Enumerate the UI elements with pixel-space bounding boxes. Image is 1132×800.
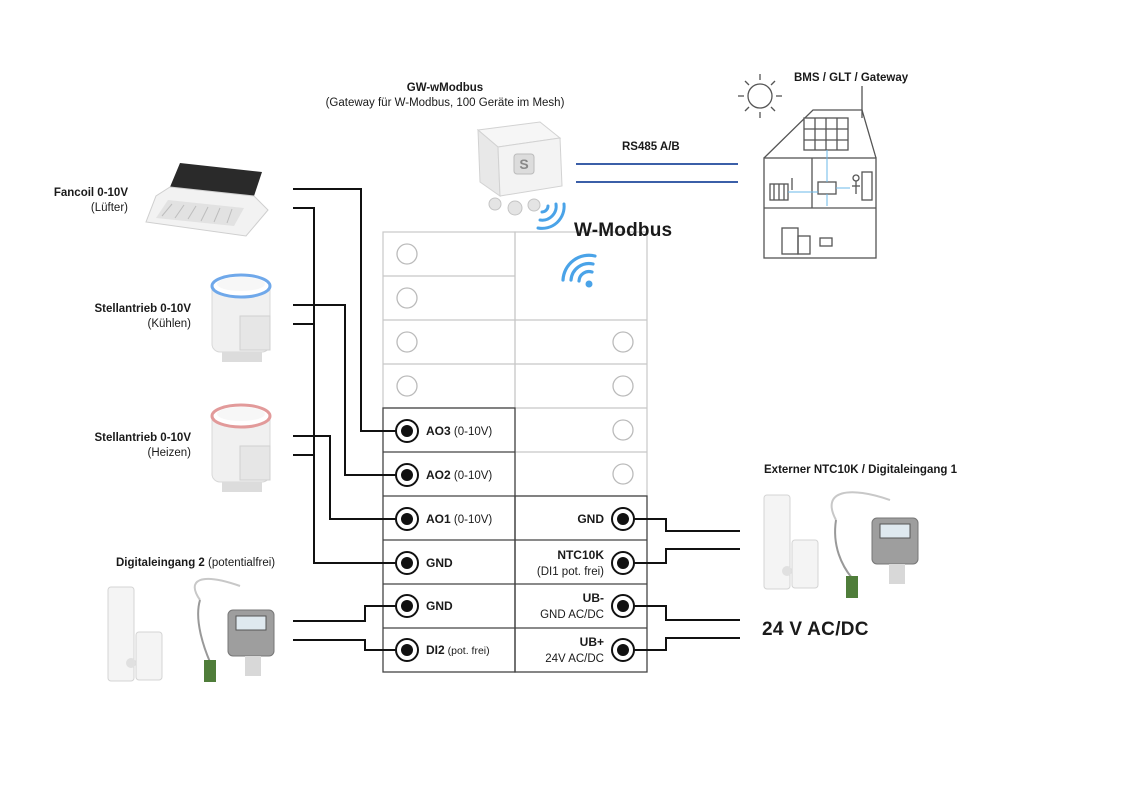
sun-icon xyxy=(738,74,782,118)
terminal-ao1-label: AO1 (0-10V) xyxy=(426,512,493,526)
bms-title: BMS / GLT / Gateway xyxy=(794,72,909,84)
terminal-ub-plus-label: UB+ xyxy=(579,635,604,649)
screw-ub-minus xyxy=(611,594,635,618)
person-icon xyxy=(852,171,873,201)
di2-contact-image xyxy=(107,586,163,682)
terminal-ao3-label: AO3 (0-10V) xyxy=(426,424,493,438)
screw-ub-plus xyxy=(611,638,635,662)
thermostat-icon xyxy=(817,181,837,195)
terminal-ub-minus-sub: GND AC/DC xyxy=(540,609,604,621)
gateway-subtitle: (Gateway für W-Modbus, 100 Geräte im Mes… xyxy=(325,97,565,109)
terminal-ao2-label: AO2 (0-10V) xyxy=(426,468,493,482)
building-icon xyxy=(763,86,877,259)
terminal-gnd-2-label: GND xyxy=(426,599,453,613)
di2-sensor-image xyxy=(193,578,275,682)
radiator-icon xyxy=(769,178,793,201)
wmodbus-label: W-Modbus xyxy=(574,220,673,241)
cooling-actuator-image xyxy=(210,273,272,362)
device-icon xyxy=(819,237,833,247)
fancoil-sub: (Lüfter) xyxy=(90,202,128,214)
screw-gnd-right xyxy=(611,507,635,531)
ntc-sensor-image xyxy=(830,491,919,598)
terminal-ub-plus-sub: 24V AC/DC xyxy=(545,653,604,665)
screw-gnd-2 xyxy=(395,594,419,618)
terminal-gnd-right-label: GND xyxy=(577,512,604,526)
gateway-device-image: S xyxy=(476,121,563,216)
wires xyxy=(293,188,740,651)
rs485-label: RS485 A/B xyxy=(622,141,680,153)
terminal-screws xyxy=(395,419,635,662)
gateway-wifi-icon xyxy=(536,202,566,230)
heating-actuator-image xyxy=(210,403,272,492)
screw-ao1 xyxy=(395,507,419,531)
boiler-icon xyxy=(781,227,811,255)
cool-actuator-title: Stellantrieb 0-10V xyxy=(94,303,191,315)
heat-actuator-sub: (Heizen) xyxy=(147,447,191,459)
supply-label: 24 V AC/DC xyxy=(762,619,869,640)
screw-ao2 xyxy=(395,463,419,487)
terminal-ntc-sub: (DI1 pot. frei) xyxy=(536,566,604,578)
fancoil-title: Fancoil 0-10V xyxy=(53,187,128,199)
screw-ntc xyxy=(611,551,635,575)
screw-ao3 xyxy=(395,419,419,443)
terminal-gnd-1-label: GND xyxy=(426,556,453,570)
terminal-ub-minus-label: UB- xyxy=(582,591,604,605)
terminal-di2-label: DI2 (pot. frei) xyxy=(426,643,490,657)
terminal-block xyxy=(382,231,648,673)
ntc-contact-image xyxy=(763,494,819,590)
screw-gnd-1 xyxy=(395,551,419,575)
screw-di2 xyxy=(395,638,419,662)
fancoil-image xyxy=(145,163,269,237)
ntc-title: Externer NTC10K / Digitaleingang 1 xyxy=(764,464,957,476)
svg-text:S: S xyxy=(519,156,528,172)
terminal-ntc-label: NTC10K xyxy=(557,548,604,562)
di2-title: Digitaleingang 2 (potentialfrei) xyxy=(116,557,276,569)
solar-panel-icon xyxy=(803,117,849,151)
rs485-bus xyxy=(576,163,738,183)
cool-actuator-sub: (Kühlen) xyxy=(147,318,191,330)
heat-actuator-title: Stellantrieb 0-10V xyxy=(94,432,191,444)
wifi-icon xyxy=(561,253,597,288)
gateway-title: GW-wModbus xyxy=(406,82,484,94)
